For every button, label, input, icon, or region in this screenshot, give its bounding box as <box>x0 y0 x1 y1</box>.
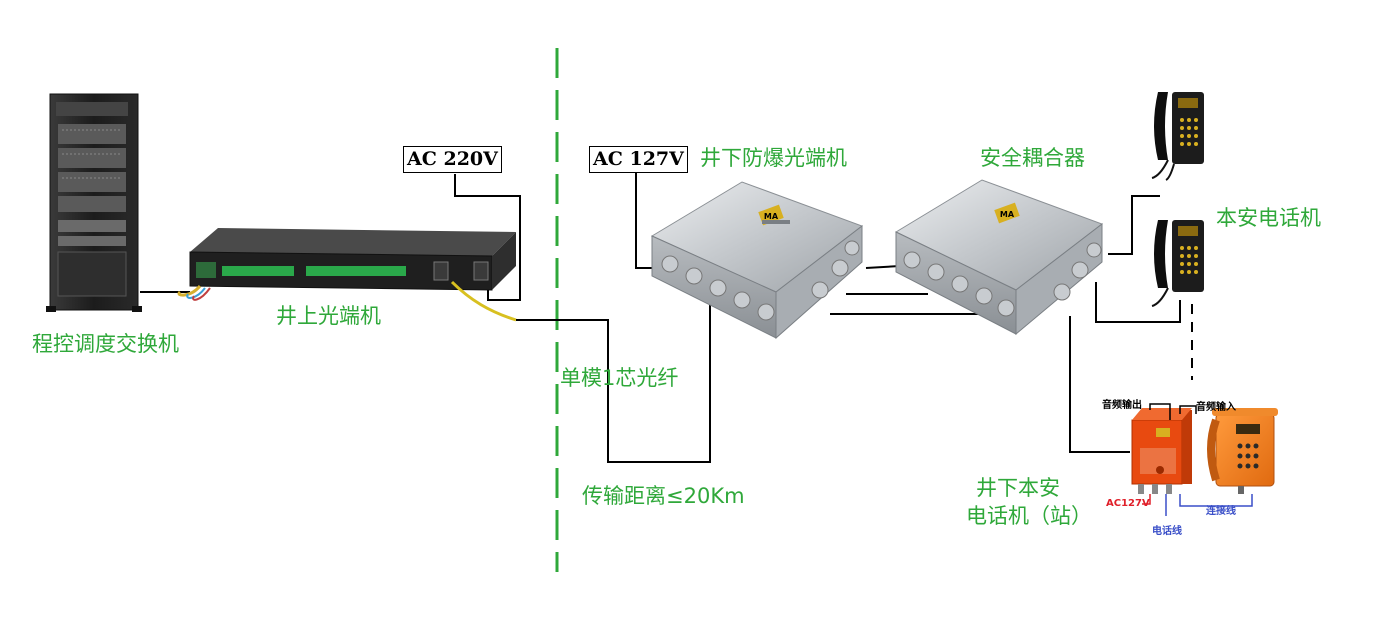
label-underground-optical: 井下防爆光端机 <box>700 146 847 170</box>
label-ac220: AC 220V <box>403 146 502 173</box>
svg-text:MA: MA <box>764 212 779 221</box>
callout-connect-line <box>1179 494 1253 507</box>
wire-fiber <box>516 302 711 463</box>
label-surface-optical: 井上光端机 <box>276 304 381 328</box>
wire-to-phone-1 <box>1108 195 1160 255</box>
label-station-line2: 电话机（站） <box>966 504 1092 528</box>
fiber-yellow <box>450 280 517 322</box>
callout-audio-out <box>1149 403 1171 420</box>
wire-ac220 <box>454 174 521 301</box>
label-audio-in: 音频输入 <box>1196 402 1236 413</box>
label-ac127-small: AC127V <box>1106 498 1150 509</box>
ma-badge-optical: MA <box>764 212 779 221</box>
exchange-cabinet <box>46 93 142 312</box>
safe-phone-1 <box>1151 92 1204 181</box>
svg-text:MA: MA <box>1000 210 1015 219</box>
station-orange-unit <box>1207 408 1278 494</box>
label-coupler: 安全耦合器 <box>980 146 1085 170</box>
wire-to-phone-2 <box>1095 282 1181 323</box>
label-audio-out: 音频输出 <box>1102 400 1142 411</box>
station-red-unit <box>1131 408 1192 494</box>
label-fiber: 单模1芯光纤 <box>560 366 679 390</box>
surface-optical-terminal <box>177 228 516 301</box>
label-exchange: 程控调度交换机 <box>32 332 179 356</box>
label-connect-line: 连接线 <box>1206 506 1236 517</box>
label-ac127: AC 127V <box>589 146 688 173</box>
label-safe-phone: 本安电话机 <box>1216 206 1321 230</box>
callout-ac127 <box>1142 494 1151 505</box>
label-phone-line: 电话线 <box>1152 526 1182 537</box>
underground-optical-terminal <box>650 181 864 340</box>
safe-phone-2 <box>1151 220 1204 307</box>
ma-badge-coupler: MA <box>1000 210 1015 219</box>
label-station-line1: 井下本安 <box>976 476 1060 500</box>
wire-ac127 <box>635 172 652 269</box>
wire-to-station <box>1069 316 1130 453</box>
label-distance: 传输距离≤20Km <box>582 484 745 508</box>
safety-coupler <box>894 179 1104 336</box>
wire-box-link-1 <box>865 265 901 269</box>
callout-audio-in <box>1179 405 1197 414</box>
